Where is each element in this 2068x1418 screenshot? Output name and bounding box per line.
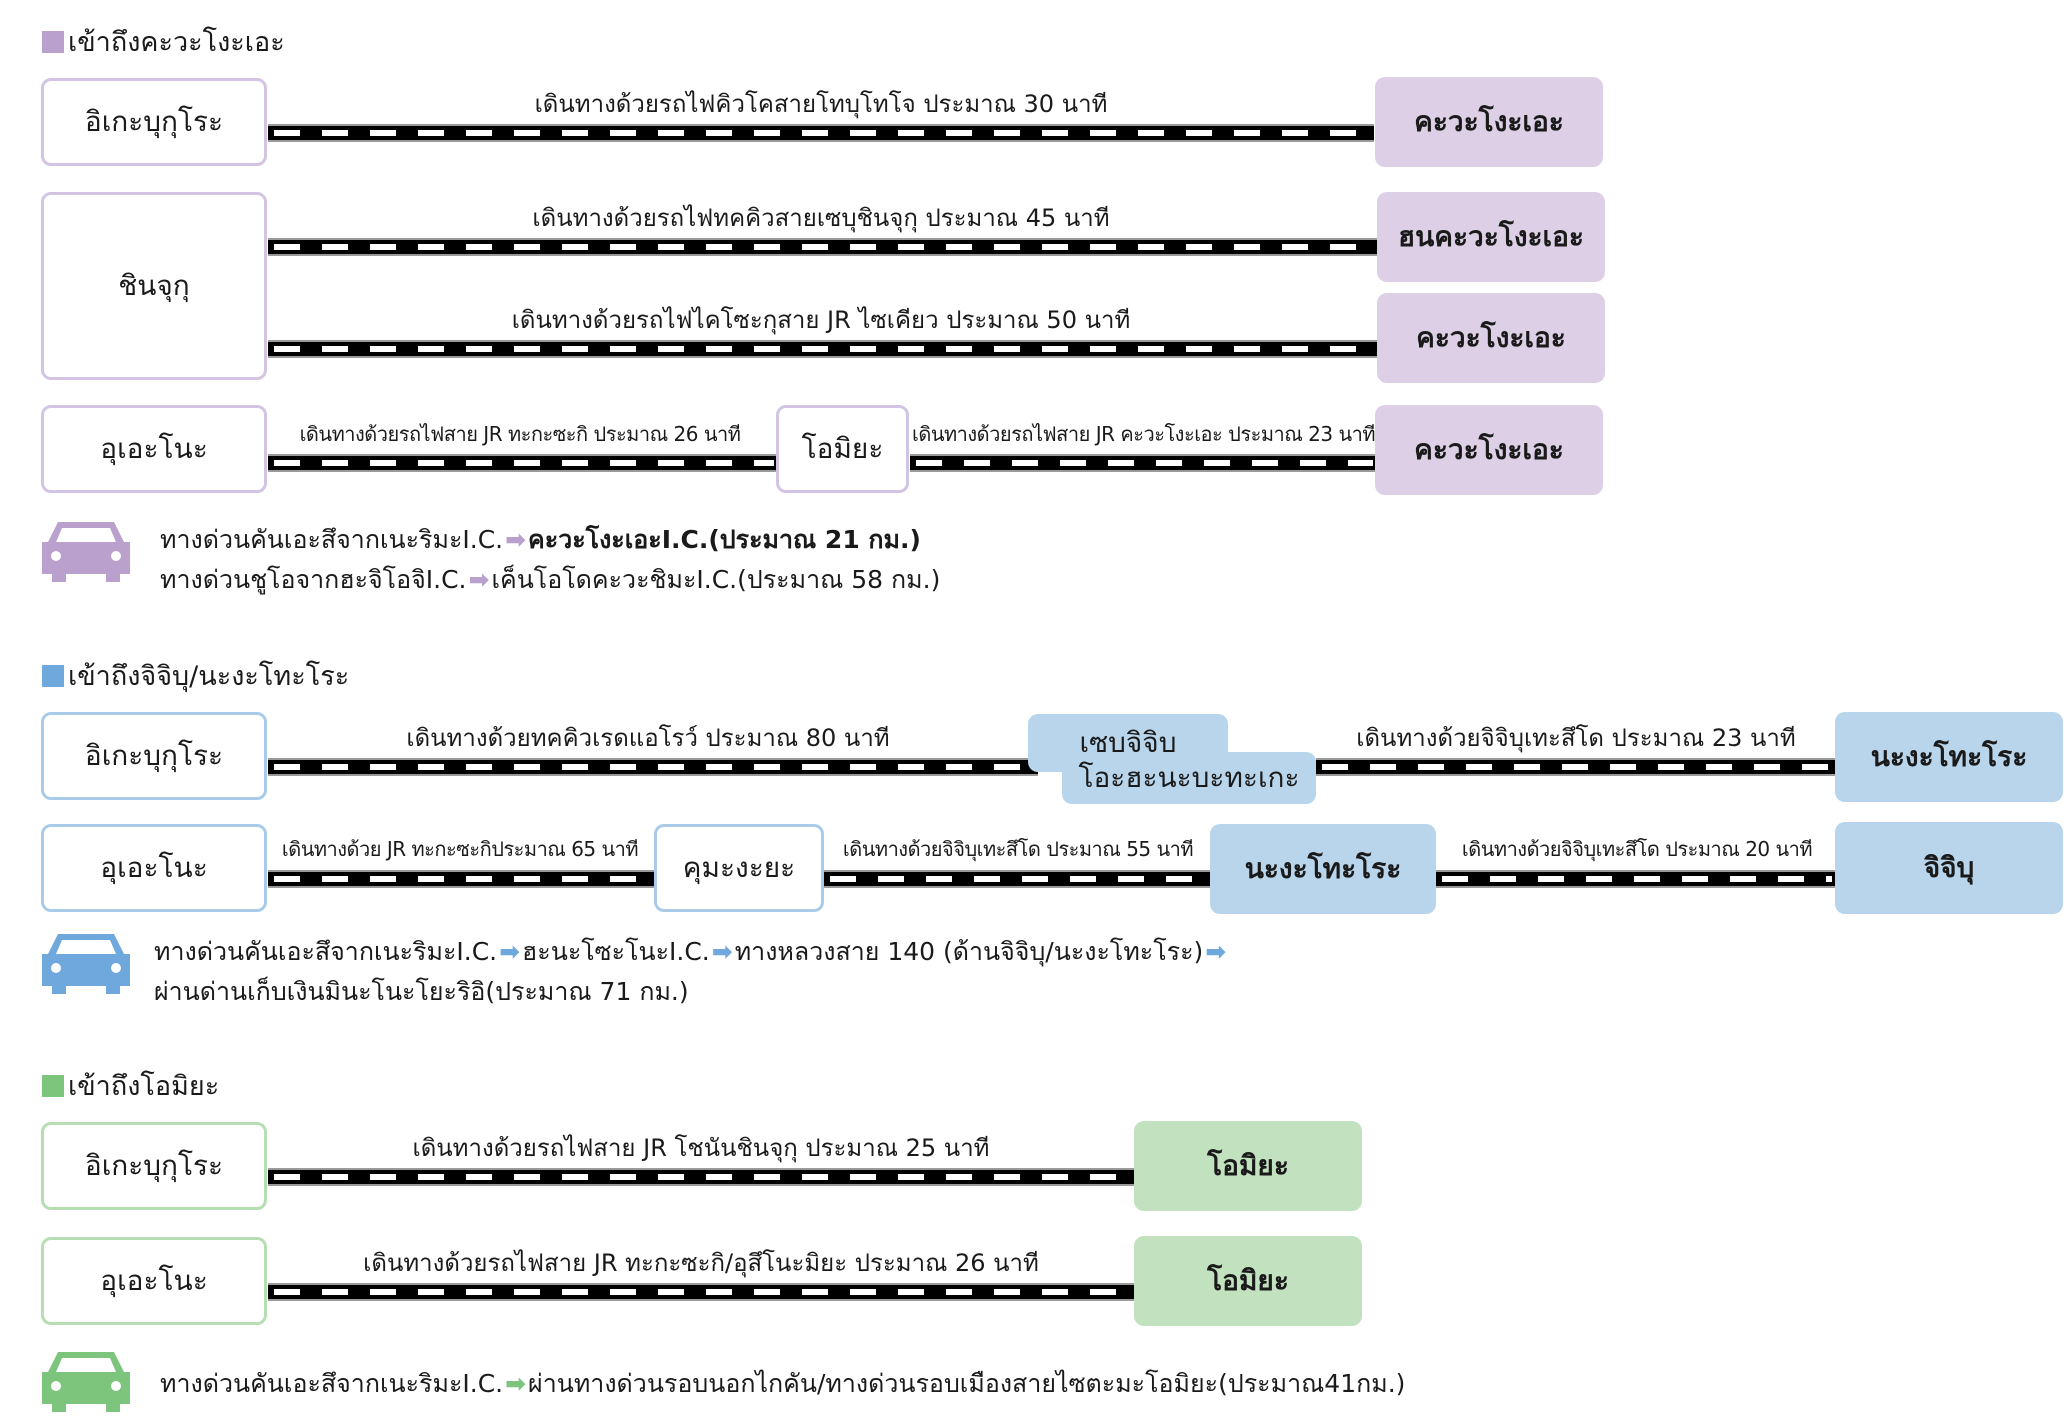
- transfer-station-name: โอะฮะนะบะทะเกะ: [1078, 760, 1300, 794]
- car-route-line: ทางด่วนคันเอะสึจากเนะริมะI.C.➡ผ่านทางด่ว…: [160, 1364, 1405, 1404]
- arrow-right-icon: ➡: [1205, 937, 1227, 966]
- car-route-to: ผ่านทางด่วนรอบนอกไกคัน/ทางด่วนรอบเมืองสา…: [528, 1369, 1406, 1398]
- section-title-text: เข้าถึงโอมิยะ: [68, 1071, 220, 1102]
- route-label: เดินทางด้วยทคคิวเรดแอโรว์ ประมาณ 80 นาที: [406, 724, 890, 752]
- origin-station-box: อิเกะบุกุโระ: [41, 712, 267, 800]
- route-label: เดินทางด้วยรถไฟสาย JR คะวะโงะเอะ ประมาณ …: [912, 422, 1376, 446]
- car-icon: [42, 522, 130, 582]
- origin-station-box: อิเกะบุกุโระ: [41, 78, 267, 166]
- section-title-text: เข้าถึงคะวะโงะเอะ: [68, 27, 285, 58]
- car-route-from: ทางด่วนชูโอจากฮะจิโอจิI.C.: [160, 565, 467, 594]
- origin-station-name: อุเอะโนะ: [100, 850, 208, 884]
- car-route-segment: ทางหลวงสาย 140 (ด้านจิจิบุ/นะงะโทะโระ): [734, 937, 1204, 966]
- origin-station-name: อุเอะโนะ: [100, 1263, 208, 1297]
- car-route-segment: ผ่านด่านเก็บเงินมินะโนะโยะริอิ(ประมาณ 71…: [154, 977, 689, 1006]
- rail-track: [268, 1285, 1136, 1299]
- rail-track: [268, 240, 1378, 254]
- arrow-right-icon: ➡: [499, 937, 521, 966]
- car-route-from: ทางด่วนคันเอะสึจากเนะริมะI.C.: [160, 1369, 504, 1398]
- destination-station-name: โอมิยะ: [1207, 1263, 1289, 1297]
- origin-station-name: ชินจุกุ: [118, 268, 190, 302]
- destination-station-name: จิจิบุ: [1923, 850, 1975, 884]
- origin-station-box: อิเกะบุกุโระ: [41, 1122, 267, 1210]
- arrow-right-icon: ➡: [711, 937, 733, 966]
- section-marker-icon: [42, 1074, 64, 1097]
- route-label: เดินทางด้วยรถไฟสาย JR ทะกะซะกิ ประมาณ 26…: [299, 422, 741, 446]
- section-marker-icon: [42, 664, 64, 687]
- origin-station-name: อิเกะบุกุโระ: [84, 1148, 224, 1182]
- route-label: เดินทางด้วยรถไฟทคคิวสายเซบุชินจุกุ ประมา…: [532, 204, 1110, 232]
- origin-station-box: อุเอะโนะ: [41, 824, 267, 912]
- rail-track: [910, 456, 1377, 470]
- rail-track: [1436, 872, 1836, 886]
- destination-station-name: โอมิยะ: [1207, 1148, 1289, 1182]
- transfer-station-name: โอมิยะ: [801, 431, 884, 465]
- origin-station-name: อุเอะโนะ: [100, 431, 208, 465]
- section-marker-icon: [42, 30, 64, 53]
- destination-station-name: คะวะโงะเอะ: [1416, 320, 1566, 354]
- destination-station-box: โอมิยะ: [1134, 1121, 1362, 1211]
- destination-station-name: คะวะโงะเอะ: [1414, 104, 1564, 138]
- rail-track: [268, 342, 1378, 356]
- rail-track: [824, 872, 1214, 886]
- destination-station-box: คะวะโงะเอะ: [1377, 293, 1605, 383]
- car-route-line: ผ่านด่านเก็บเงินมินะโนะโยะริอิ(ประมาณ 71…: [154, 972, 689, 1012]
- transfer-station-name: คุมะงะยะ: [682, 850, 796, 884]
- rail-track: [268, 872, 656, 886]
- origin-station-box: อุเอะโนะ: [41, 1237, 267, 1325]
- rail-track: [1316, 760, 1836, 774]
- origin-station-name: อิเกะบุกุโระ: [84, 104, 224, 138]
- origin-station-box: อุเอะโนะ: [41, 405, 267, 493]
- destination-station-name: นะงะโทะโระ: [1870, 739, 2028, 773]
- transfer-station-box: โอมิยะ: [776, 405, 909, 493]
- destination-station-box: โอมิยะ: [1134, 1236, 1362, 1326]
- destination-station-box: ฮนคะวะโงะเอะ: [1377, 192, 1605, 282]
- car-route-to: คะวะโงะเอะI.C.(ประมาณ 21 กม.): [528, 525, 921, 554]
- route-label: เดินทางด้วยรถไฟสาย JR ทะกะซะกิ/อุสึโนะมิ…: [363, 1249, 1039, 1277]
- route-label: เดินทางด้วยจิจิบุเทะสึโด ประมาณ 23 นาที: [1356, 724, 1796, 752]
- section-title-text: เข้าถึงจิจิบุ/นะงะโทะโระ: [68, 661, 350, 692]
- section-title-kawagoe: เข้าถึงคะวะโงะเอะ: [42, 20, 285, 63]
- rail-track: [268, 126, 1374, 140]
- origin-station-box: ชินจุกุ: [41, 192, 267, 380]
- car-icon: [42, 934, 130, 994]
- route-label: เดินทางด้วยรถไฟสาย JR โชนันชินจุกุ ประมา…: [412, 1134, 990, 1162]
- section-title-chichibu: เข้าถึงจิจิบุ/นะงะโทะโระ: [42, 654, 349, 697]
- car-route-line: ทางด่วนชูโอจากฮะจิโอจิI.C.➡เค็นโอโดคะวะช…: [160, 560, 940, 600]
- section-title-omiya: เข้าถึงโอมิยะ: [42, 1064, 219, 1107]
- car-route-line: ทางด่วนคันเอะสึจากเนะริมะI.C.➡คะวะโงะเอะ…: [160, 520, 921, 560]
- route-label: เดินทางด้วยรถไฟคิวโคสายโทบุโทโจ ประมาณ 3…: [534, 90, 1108, 118]
- arrow-right-icon: ➡: [505, 525, 527, 554]
- car-icon: [42, 1352, 130, 1412]
- transfer-station-box: นะงะโทะโระ: [1210, 824, 1436, 914]
- arrow-right-icon: ➡: [505, 1369, 527, 1398]
- origin-station-name: อิเกะบุกุโระ: [84, 738, 224, 772]
- car-route-segment: ทางด่วนคันเอะสึจากเนะริมะI.C.: [154, 937, 498, 966]
- destination-station-name: ฮนคะวะโงะเอะ: [1398, 219, 1584, 253]
- destination-station-box: คะวะโงะเอะ: [1375, 77, 1603, 167]
- car-route-to: เค็นโอโดคะวะชิมะI.C.(ประมาณ 58 กม.): [491, 565, 941, 594]
- route-label: เดินทางด้วย JR ทะกะซะกิประมาณ 65 นาที: [281, 837, 639, 861]
- destination-station-box: นะงะโทะโระ: [1835, 712, 2063, 802]
- destination-station-box: จิจิบุ: [1835, 822, 2063, 914]
- rail-track: [268, 1170, 1136, 1184]
- destination-station-box: คะวะโงะเอะ: [1375, 405, 1603, 495]
- car-route-from: ทางด่วนคันเอะสึจากเนะริมะI.C.: [160, 525, 504, 554]
- car-route-segment: ฮะนะโซะโนะI.C.: [522, 937, 710, 966]
- rail-track: [268, 760, 1038, 774]
- car-route-line: ทางด่วนคันเอะสึจากเนะริมะI.C.➡ฮะนะโซะโนะ…: [154, 932, 1228, 972]
- arrow-right-icon: ➡: [468, 565, 490, 594]
- route-label: เดินทางด้วยรถไฟไคโซะกุสาย JR ไซเคียว ประ…: [511, 306, 1131, 334]
- transfer-station-name: นะงะโทะโระ: [1244, 851, 1402, 885]
- route-label: เดินทางด้วยจิจิบุเทะสึโด ประมาณ 55 นาที: [842, 837, 1194, 861]
- transfer-station-box: คุมะงะยะ: [654, 824, 824, 912]
- rail-track: [268, 456, 778, 470]
- route-label: เดินทางด้วยจิจิบุเทะสึโด ประมาณ 20 นาที: [1461, 837, 1813, 861]
- destination-station-name: คะวะโงะเอะ: [1414, 432, 1564, 466]
- transfer-station-box-bottom: โอะฮะนะบะทะเกะ: [1062, 752, 1316, 804]
